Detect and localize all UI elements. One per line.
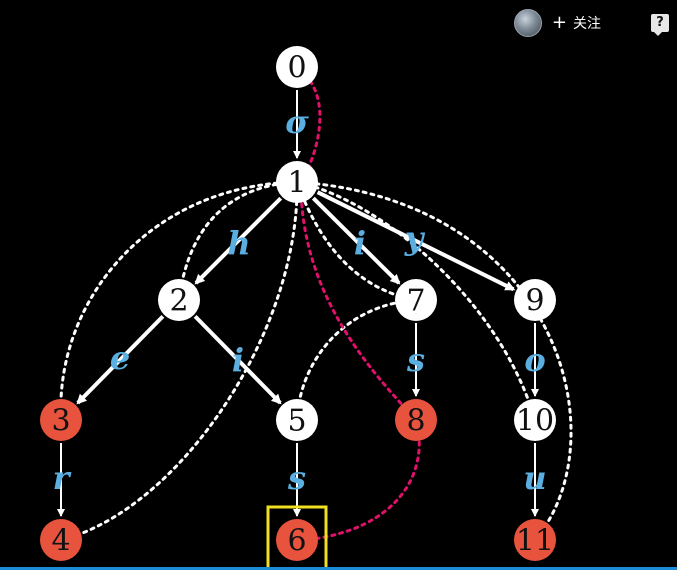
help-icon[interactable]: ? xyxy=(651,14,669,32)
edge-label-1-9: y xyxy=(404,219,426,257)
node-label-0: 0 xyxy=(287,51,306,86)
node-1: 1 xyxy=(276,161,318,203)
node-11: 11 xyxy=(514,519,556,561)
edge-label-0-1: σ xyxy=(285,103,309,141)
edge-label-1-2: h xyxy=(227,224,250,262)
follow-label: 关注 xyxy=(573,13,601,33)
node-10: 10 xyxy=(514,399,556,441)
node-6: 6 xyxy=(276,519,318,561)
node-9: 9 xyxy=(514,279,556,321)
node-8: 8 xyxy=(395,399,437,441)
node-label-11: 11 xyxy=(516,524,554,559)
edge-label-7-8: s xyxy=(406,341,425,379)
node-3: 3 xyxy=(40,399,82,441)
node-label-1: 1 xyxy=(287,166,306,201)
edge-label-2-5: i xyxy=(232,341,244,379)
node-0: 0 xyxy=(276,46,318,88)
node-label-3: 3 xyxy=(51,404,70,439)
edge-label-2-3: e xyxy=(110,339,130,377)
node-label-9: 9 xyxy=(525,284,544,319)
node-2: 2 xyxy=(158,279,200,321)
node-label-5: 5 xyxy=(287,404,306,439)
node-5: 5 xyxy=(276,399,318,441)
node-label-8: 8 xyxy=(406,404,425,439)
node-label-10: 10 xyxy=(516,404,554,439)
node-4: 4 xyxy=(40,519,82,561)
node-label-2: 2 xyxy=(169,284,188,319)
node-label-6: 6 xyxy=(287,524,306,559)
follow-button[interactable]: + 关注 xyxy=(552,13,601,33)
edge-label-1-7: i xyxy=(354,224,366,262)
node-label-7: 7 xyxy=(406,284,425,319)
edge-label-3-4: r xyxy=(53,459,72,497)
avatar[interactable] xyxy=(514,9,542,37)
node-7: 7 xyxy=(395,279,437,321)
player-overlay: + 关注 ? xyxy=(514,8,669,38)
edge-label-10-11: u xyxy=(523,459,546,497)
plus-icon: + xyxy=(552,14,567,32)
edge-label-5-6: s xyxy=(287,459,306,497)
edge-label-9-10: o xyxy=(524,341,545,379)
failure-link-4-1 xyxy=(61,182,297,540)
node-label-4: 4 xyxy=(51,524,70,559)
